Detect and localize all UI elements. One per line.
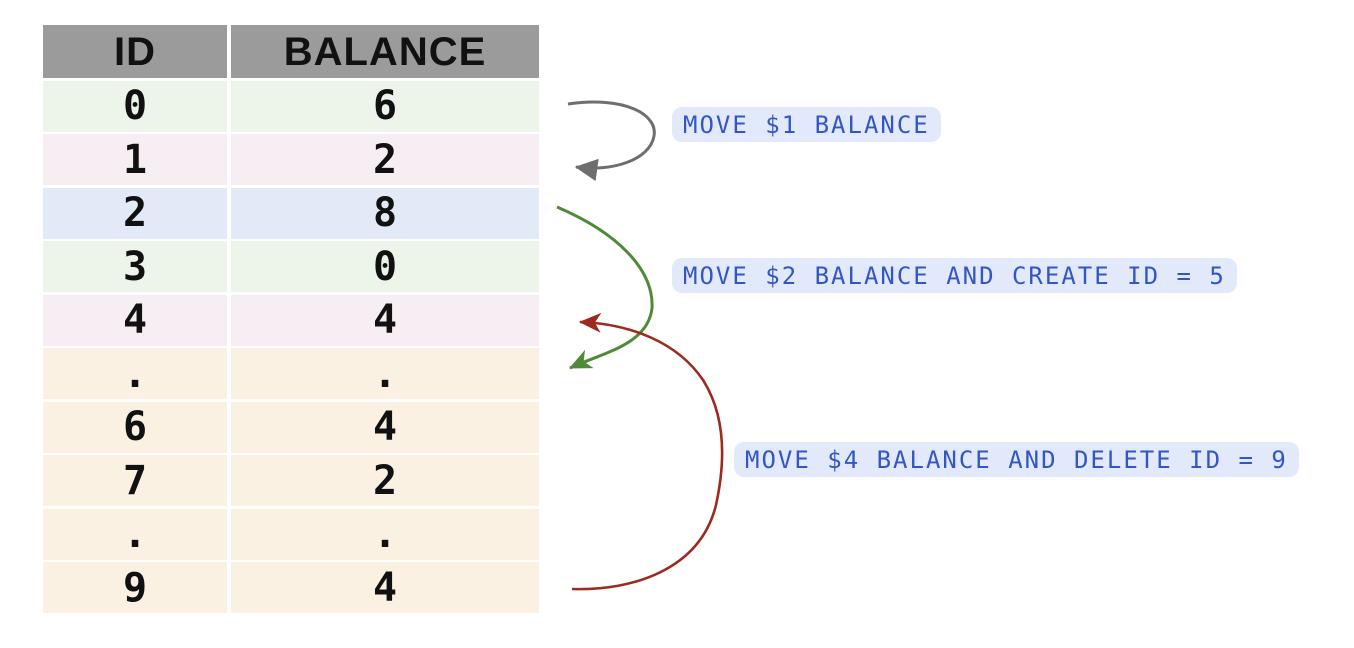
annotation-move-4-delete-id-9: MOVE $4 BALANCE AND DELETE ID = 9 bbox=[734, 442, 1299, 477]
balance-cell: 4 bbox=[231, 562, 539, 613]
id-cell: . bbox=[43, 508, 227, 560]
annotation-move-2-create-id-5: MOVE $2 BALANCE AND CREATE ID = 5 bbox=[672, 258, 1237, 293]
id-cell: 3 bbox=[43, 241, 227, 292]
move-2-create-arrow bbox=[556, 205, 654, 370]
table-row: 4 4 bbox=[43, 294, 539, 346]
table-header-row: ID BALANCE bbox=[43, 25, 539, 78]
balance-cell: 2 bbox=[231, 134, 539, 185]
table-row: 2 8 bbox=[43, 187, 539, 239]
move-4-delete-arrow bbox=[571, 312, 724, 591]
balance-cell: 6 bbox=[231, 80, 539, 132]
table-row: . . bbox=[43, 508, 539, 560]
table-row: 9 4 bbox=[43, 562, 539, 613]
id-cell: 6 bbox=[43, 401, 227, 453]
table-row: 6 4 bbox=[43, 401, 539, 453]
id-cell: 4 bbox=[43, 294, 227, 346]
column-header-id: ID bbox=[43, 25, 227, 78]
table-row: 0 6 bbox=[43, 80, 539, 132]
table-row: 1 2 bbox=[43, 134, 539, 185]
table-row: 3 0 bbox=[43, 241, 539, 292]
id-cell: 7 bbox=[43, 455, 227, 506]
balance-cell: . bbox=[231, 348, 539, 399]
id-cell: 1 bbox=[43, 134, 227, 185]
id-cell: 2 bbox=[43, 187, 227, 239]
balance-cell: 2 bbox=[231, 455, 539, 506]
id-cell: 0 bbox=[43, 80, 227, 132]
balance-cell: 0 bbox=[231, 241, 539, 292]
annotation-move-1-balance: MOVE $1 BALANCE bbox=[672, 107, 941, 142]
column-header-balance: BALANCE bbox=[231, 25, 539, 78]
id-cell: 9 bbox=[43, 562, 227, 613]
balance-cell: 8 bbox=[231, 187, 539, 239]
balance-cell: . bbox=[231, 508, 539, 560]
balance-cell: 4 bbox=[231, 401, 539, 453]
balance-cell: 4 bbox=[231, 294, 539, 346]
table-row: . . bbox=[43, 348, 539, 399]
balance-table: ID BALANCE 0 6 1 2 2 8 3 0 4 4 . . bbox=[43, 25, 539, 613]
table-row: 7 2 bbox=[43, 455, 539, 506]
id-cell: . bbox=[43, 348, 227, 399]
move-1-arrow bbox=[567, 100, 656, 182]
